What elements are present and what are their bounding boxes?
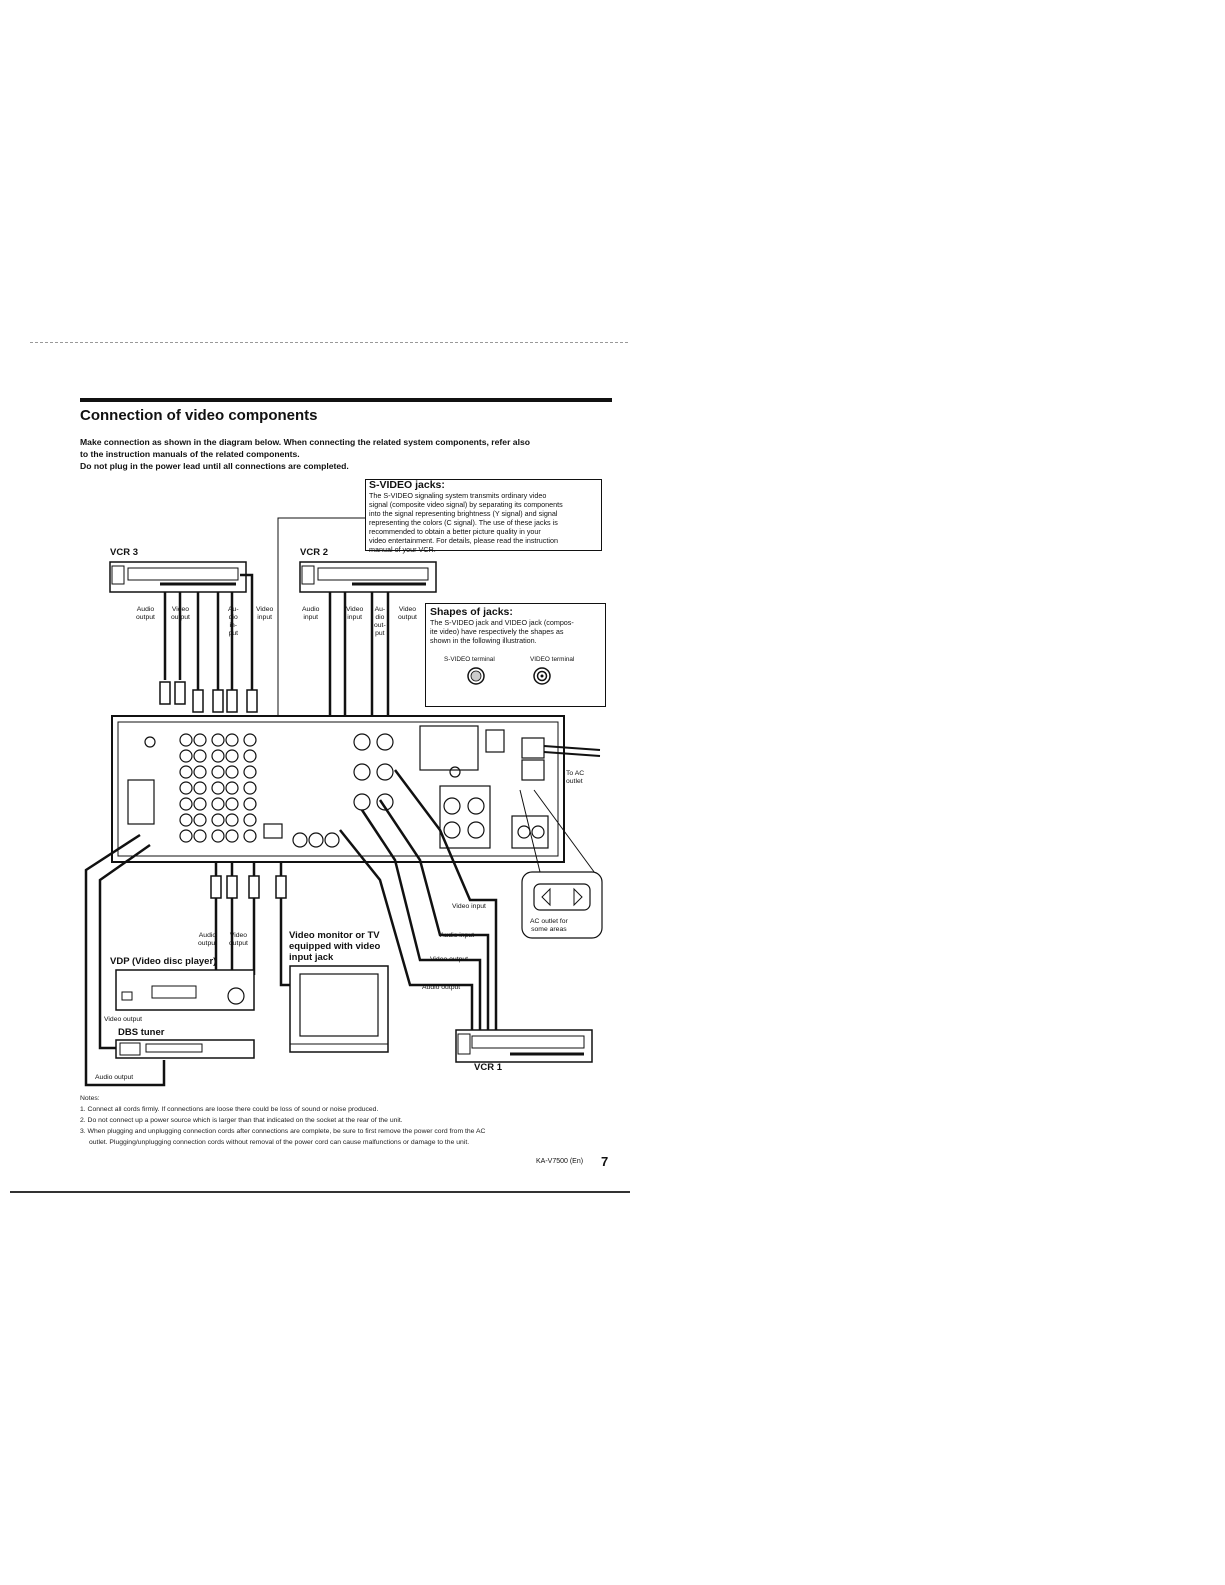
heading-rule [80,398,612,402]
shapes-box-line: ite video) have respectively the shapes … [430,627,564,636]
shapes-of-jacks-box: Shapes of jacks: The S-VIDEO jack and VI… [425,603,606,707]
note-item: 3. When plugging and unplugging connecti… [80,1128,486,1135]
video-terminal-label: VIDEO terminal [530,656,575,663]
intro-line-3: Do not plug in the power lead until all … [80,461,349,471]
svideo-leader-line [277,517,365,720]
intro-line-2: to the instruction manuals of the relate… [80,449,300,459]
svideo-box-line: The S-VIDEO signaling system transmits o… [369,491,547,500]
monitor-label: Video monitor or TV equipped with video … [289,930,380,963]
note-item: 1. Connect all cords firmly. If connecti… [80,1106,379,1113]
shapes-box-title: Shapes of jacks: [430,606,513,618]
svideo-terminal-label: S-VIDEO terminal [444,656,495,663]
svideo-box-line: representing the colors (C signal). The … [369,518,558,527]
svideo-info-box: S-VIDEO jacks: The S-VIDEO signaling sys… [365,479,602,554]
bottom-line [10,1191,630,1193]
monitor-label-line: input jack [289,952,334,963]
notes-heading: Notes: [80,1095,100,1102]
monitor-device [289,965,389,1053]
vcr1-video-output-label: Video output [430,956,469,963]
page-title: Connection of video components [80,407,318,424]
svideo-box-line: video entertainment. For details, please… [369,536,558,545]
top-dashed-line [30,342,628,343]
monitor-label-line: Video monitor or TV [289,930,380,941]
note-item: outlet. Plugging/unplugging connection c… [89,1139,470,1146]
intro-line-1: Make connection as shown in the diagram … [80,437,530,447]
vcr1-audio-output-label: Audio output [422,984,461,991]
vcr1-device [455,1029,593,1063]
ac-outlet-callout [519,789,603,939]
rca-plugs [159,681,258,713]
vcr2-label: VCR 2 [300,547,328,558]
shapes-box-line: The S-VIDEO jack and VIDEO jack (compos- [430,618,574,627]
model-footer: KA-V7500 (En) [536,1158,584,1165]
svideo-box-line: into the signal representing brightness … [369,509,558,518]
jack-grid [127,725,549,849]
svideo-box-line: signal (composite video signal) by separ… [369,500,563,509]
vcr1-audio-input-label: Audio input [440,932,475,939]
power-cord [543,745,601,757]
svideo-box-title: S-VIDEO jacks: [369,479,445,491]
note-item: 2. Do not connect up a power source whic… [80,1117,403,1124]
vcr3-cables [163,573,254,690]
monitor-label-line: equipped with video [289,941,381,952]
vcr3-device [109,561,247,593]
vdp-label: VDP (Video disc player) [110,956,217,967]
svideo-box-line: recommended to obtain a better picture q… [369,527,541,536]
notes-section: Notes: 1. Connect all cords firmly. If c… [80,1093,615,1148]
vdp-video-output-label-2: Video output [104,1016,143,1023]
dbs-label: DBS tuner [118,1027,165,1038]
vcr3-label: VCR 3 [110,547,138,558]
svideo-box-line: manual of your VCR. [369,545,436,554]
vdp-device [115,969,255,1011]
dbs-device [115,1039,255,1059]
page-number: 7 [601,1154,609,1169]
vcr2-device [299,561,437,593]
dbs-audio-output-label: Audio output [95,1074,134,1081]
intro-text: Make connection as shown in the diagram … [80,436,612,472]
vcr1-cables [339,769,498,1030]
shapes-box-line: shown in the following illustration. [430,636,537,645]
vcr1-label: VCR 1 [474,1062,502,1073]
svideo-terminal-icon [467,667,485,685]
lower-plugs [210,875,287,899]
video-terminal-icon [533,667,551,685]
vcr1-video-input-label: Video input [452,903,486,910]
